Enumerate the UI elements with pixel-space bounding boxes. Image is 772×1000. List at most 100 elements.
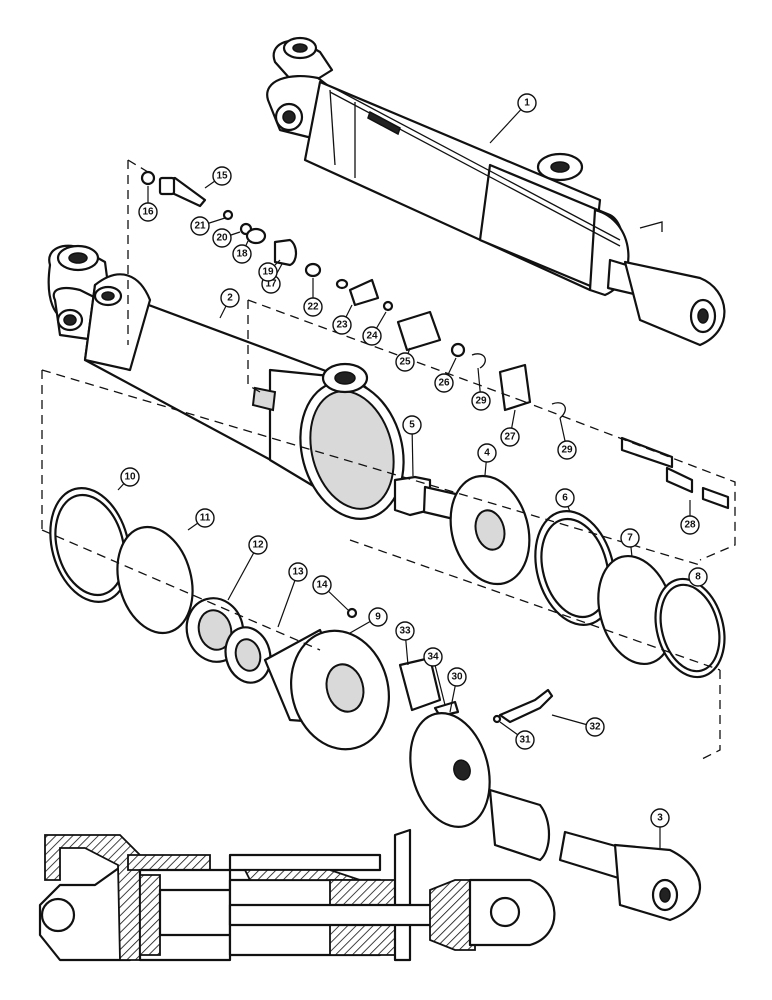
callout-bubble bbox=[303, 297, 323, 317]
callout-bubble bbox=[232, 244, 252, 264]
callout-bubble bbox=[585, 717, 605, 737]
callout-16: 16 bbox=[138, 186, 158, 222]
callout-bubble bbox=[120, 467, 140, 487]
callout-number: 4 bbox=[484, 448, 490, 459]
callout-number: 12 bbox=[252, 540, 264, 551]
callout-number: 26 bbox=[438, 378, 450, 389]
callout-5: 5 bbox=[402, 415, 422, 477]
callout-34: 34 bbox=[423, 647, 446, 706]
callout-number: 23 bbox=[336, 320, 348, 331]
callout-19: 19 bbox=[258, 259, 281, 282]
callout-number: 33 bbox=[399, 626, 411, 637]
callout-number: 28 bbox=[684, 520, 696, 531]
callout-bubble bbox=[258, 262, 278, 282]
rod-and-piston-parts bbox=[398, 656, 702, 922]
callout-bubble bbox=[368, 607, 388, 627]
callout-18: 18 bbox=[232, 240, 252, 264]
callout-24: 24 bbox=[362, 311, 387, 346]
callout-bubble bbox=[220, 288, 240, 308]
callout-2: 2 bbox=[219, 288, 240, 319]
callout-3: 3 bbox=[650, 808, 670, 848]
callout-number: 3 bbox=[657, 813, 663, 824]
callout-number: 5 bbox=[409, 420, 415, 431]
callout-14: 14 bbox=[312, 575, 349, 611]
callout-number: 15 bbox=[216, 171, 228, 182]
callout-leader bbox=[227, 544, 259, 601]
callout-bubble bbox=[555, 488, 575, 508]
callout-leader bbox=[277, 571, 299, 628]
callout-bubble bbox=[212, 228, 232, 248]
callout-bubble bbox=[447, 667, 467, 687]
callout-25: 25 bbox=[395, 347, 415, 372]
callout-31: 31 bbox=[499, 721, 535, 750]
callout-number: 20 bbox=[216, 233, 228, 244]
callout-number: 22 bbox=[307, 302, 319, 313]
cylinder-barrel bbox=[47, 244, 405, 520]
callout-number: 1 bbox=[524, 98, 530, 109]
callout-number: 6 bbox=[562, 493, 568, 504]
callout-labels: 1234567891011121314151617181920212223242… bbox=[117, 93, 708, 848]
callout-number: 24 bbox=[366, 331, 378, 342]
fitting-parts bbox=[140, 170, 566, 419]
callout-number: 13 bbox=[292, 567, 304, 578]
callout-1: 1 bbox=[489, 93, 537, 144]
callout-bubble bbox=[138, 202, 158, 222]
callout-bubble bbox=[362, 326, 382, 346]
callout-26: 26 bbox=[434, 357, 457, 393]
callout-bubble bbox=[471, 391, 491, 411]
callout-bubble bbox=[517, 93, 537, 113]
callout-bubble bbox=[395, 621, 415, 641]
callout-bubble bbox=[195, 508, 215, 528]
callout-13: 13 bbox=[277, 562, 308, 628]
callout-29b: 29 bbox=[557, 417, 577, 460]
callout-21: 21 bbox=[190, 216, 226, 236]
callout-10: 10 bbox=[117, 467, 140, 491]
callout-number: 16 bbox=[142, 207, 154, 218]
callout-bubble bbox=[515, 730, 535, 750]
callout-12: 12 bbox=[227, 535, 268, 601]
cross-section-view bbox=[38, 828, 556, 962]
callout-32: 32 bbox=[551, 714, 605, 737]
callout-22: 22 bbox=[303, 278, 323, 317]
callout-number: 31 bbox=[519, 735, 531, 746]
callout-8: 8 bbox=[688, 567, 708, 587]
callout-number: 2 bbox=[227, 293, 233, 304]
callout-bubble bbox=[190, 216, 210, 236]
callout-bubble bbox=[288, 562, 308, 582]
callout-4: 4 bbox=[477, 443, 497, 476]
callout-bubble bbox=[650, 808, 670, 828]
callout-9: 9 bbox=[349, 607, 388, 634]
callout-number: 14 bbox=[316, 580, 328, 591]
callout-number: 32 bbox=[589, 722, 601, 733]
callout-30: 30 bbox=[447, 667, 467, 713]
callout-28: 28 bbox=[680, 500, 700, 535]
callout-20: 20 bbox=[212, 228, 241, 248]
callout-number: 18 bbox=[236, 249, 248, 260]
callout-number: 21 bbox=[194, 221, 206, 232]
seal-and-gland-parts bbox=[49, 487, 390, 751]
callout-bubble bbox=[620, 528, 640, 548]
callout-bubble bbox=[212, 166, 232, 186]
callout-bubble bbox=[688, 567, 708, 587]
callout-number: 25 bbox=[399, 357, 411, 368]
callout-number: 11 bbox=[200, 513, 211, 524]
callout-33: 33 bbox=[395, 621, 415, 666]
callout-29a: 29 bbox=[471, 367, 491, 411]
callout-number: 27 bbox=[504, 432, 516, 443]
callout-6: 6 bbox=[555, 488, 575, 513]
callout-bubble bbox=[680, 515, 700, 535]
callout-bubble bbox=[248, 535, 268, 555]
callout-7: 7 bbox=[620, 528, 640, 558]
callout-number: 17 bbox=[265, 279, 277, 290]
callout-bubble bbox=[434, 373, 454, 393]
callout-23: 23 bbox=[332, 304, 353, 335]
callout-number: 29 bbox=[561, 445, 573, 456]
callout-number: 9 bbox=[375, 612, 381, 623]
callout-bubble bbox=[402, 415, 422, 435]
callout-bubble bbox=[477, 443, 497, 463]
callout-15: 15 bbox=[204, 166, 232, 189]
callout-number: 10 bbox=[124, 472, 136, 483]
callout-bubble bbox=[500, 427, 520, 447]
callout-number: 19 bbox=[262, 267, 274, 278]
